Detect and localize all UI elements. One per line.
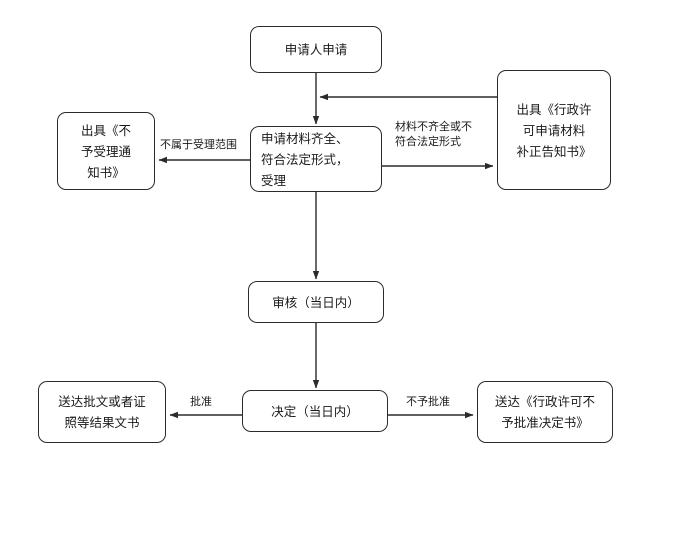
node-applicant-apply[interactable]: 申请人申请 xyxy=(250,26,382,73)
node-issue-supplement-notice[interactable]: 出具《行政许 可申请材料 补正告知书》 xyxy=(497,70,611,190)
node-deliver-approval-document[interactable]: 送达批文或者证 照等结果文书 xyxy=(38,381,166,443)
edge-label-not-in-scope: 不属于受理范围 xyxy=(160,138,237,151)
edge-label-not-approved: 不予批准 xyxy=(406,395,450,408)
node-decision[interactable]: 决定（当日内） xyxy=(242,390,388,432)
node-accept-application[interactable]: 申请材料齐全、 符合法定形式， 受理 xyxy=(250,126,382,192)
node-issue-rejection-notice[interactable]: 出具《不 予受理通 知书》 xyxy=(57,112,155,190)
node-review[interactable]: 审核（当日内） xyxy=(248,281,384,323)
node-deliver-rejection-decision[interactable]: 送达《行政许可不 予批准决定书》 xyxy=(477,381,613,443)
edge-label-approved: 批准 xyxy=(190,395,212,408)
edge-label-incomplete-materials: 材料不齐全或不 符合法定形式 xyxy=(395,120,472,148)
